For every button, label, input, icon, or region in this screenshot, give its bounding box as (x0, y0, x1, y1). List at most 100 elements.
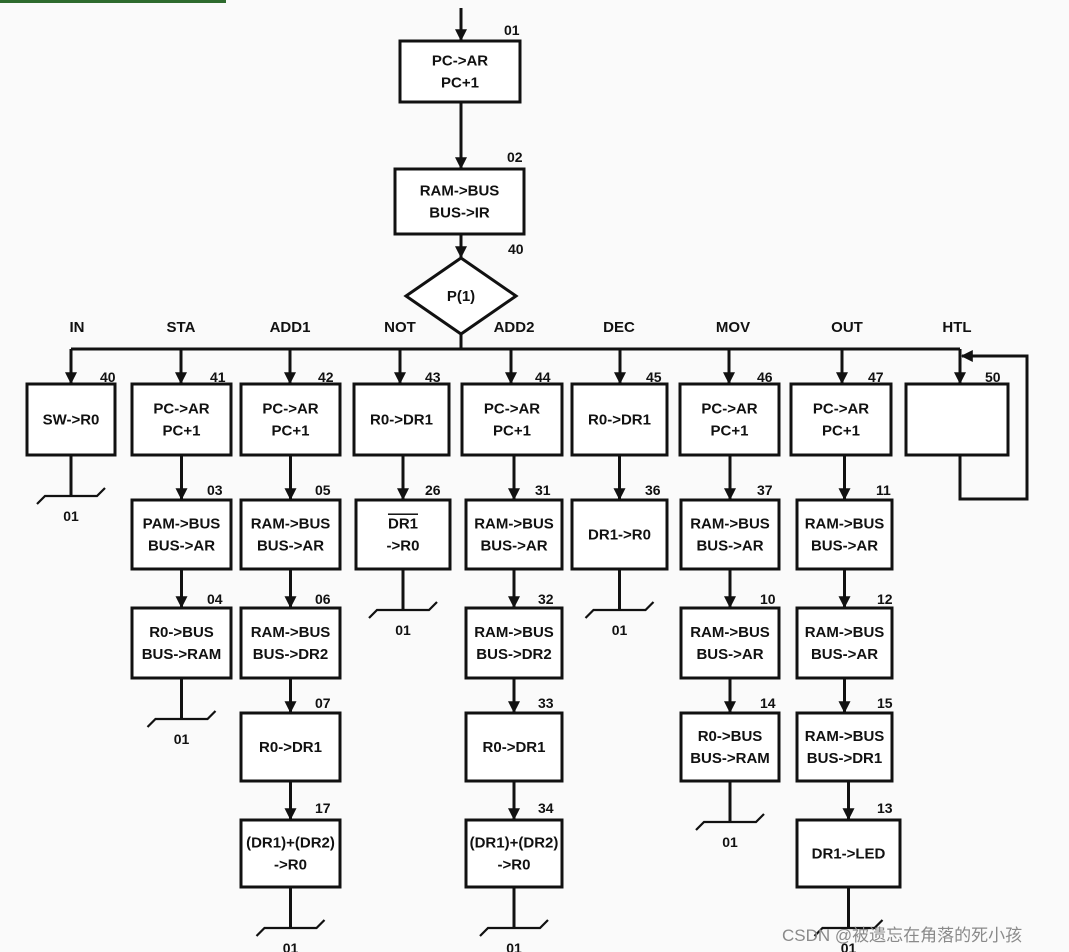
box-text: BUS->AR (480, 537, 547, 554)
box-text: PC->AR (813, 400, 869, 417)
box-text: R0->BUS (149, 624, 214, 641)
box-text: BUS->RAM (690, 750, 770, 767)
address-label: 02 (507, 149, 523, 165)
box-text: RAM->BUS (690, 624, 770, 641)
process-box (679, 606, 781, 680)
process-box (570, 382, 669, 457)
branch-label-in: IN (70, 319, 85, 336)
box-text: BUS->AR (148, 537, 215, 554)
address-label: 01 (504, 22, 520, 38)
terminal-label: 01 (841, 940, 857, 952)
terminal-label: 01 (63, 508, 79, 524)
box-text: RAM->BUS (420, 182, 500, 199)
address-label: 04 (207, 591, 223, 607)
node-dec: P(1)40 (403, 241, 524, 336)
process-box (679, 498, 781, 571)
address-label: 11 (876, 482, 891, 498)
box-text: RAM->BUS (474, 624, 554, 641)
node-n14: R0->BUS BUS->RAM 14 (679, 695, 781, 783)
process-box (25, 382, 117, 457)
terminal-goto: 01 (36, 455, 106, 524)
process-box (239, 606, 342, 680)
node-n31: RAM->BUS BUS->AR 31 (464, 482, 564, 571)
box-text: ->R0 (498, 856, 531, 873)
address-label: 10 (760, 591, 776, 607)
address-label: 34 (538, 800, 554, 816)
node-n50: 50 (904, 369, 1010, 457)
address-label: 44 (535, 369, 551, 385)
address-label: 32 (538, 591, 554, 607)
node-n46: PC->AR PC+1 46 (678, 369, 781, 457)
box-text: ->R0 (387, 537, 420, 554)
address-label: 46 (757, 369, 773, 385)
box-text: RAM->BUS (805, 624, 885, 641)
box-text: DR1 (388, 515, 418, 532)
node-n26: DR1 ->R0 26 (354, 482, 452, 571)
process-box (464, 498, 564, 571)
address-label: 13 (877, 800, 893, 816)
terminal-label: 01 (612, 622, 628, 638)
decision-label: P(1) (447, 288, 475, 305)
box-text: RAM->BUS (251, 515, 331, 532)
flow-connectors (65, 8, 1029, 821)
address-label: 43 (425, 369, 441, 385)
process-box (464, 606, 564, 680)
box-text: PC->AR (432, 52, 488, 69)
process-box (354, 498, 452, 571)
process-box (679, 711, 781, 783)
box-text: PC+1 (711, 422, 749, 439)
box-text: RAM->BUS (805, 728, 885, 745)
address-label: 47 (868, 369, 884, 385)
process-box (239, 498, 342, 571)
terminal-break-mark (368, 601, 438, 619)
branch-label-out: OUT (831, 319, 863, 336)
branch-label-sta: STA (167, 319, 196, 336)
address-label: 50 (985, 369, 1001, 385)
process-box (398, 39, 522, 104)
terminal-goto: 01 (255, 887, 326, 952)
box-text: PC+1 (493, 422, 531, 439)
box-text: (DR1)+(DR2) (470, 834, 559, 851)
branch-label-add2: ADD2 (494, 319, 535, 336)
address-label: 26 (425, 482, 441, 498)
box-text: PC+1 (272, 422, 310, 439)
box-text: R0->DR1 (259, 739, 322, 756)
box-text: R0->DR1 (588, 411, 651, 428)
box-text: PC->AR (262, 400, 318, 417)
address-label: 31 (535, 482, 551, 498)
address-label: 45 (646, 369, 662, 385)
terminal-goto: 01 (813, 887, 884, 952)
process-box (239, 818, 342, 889)
terminal-goto: 01 (146, 678, 217, 747)
box-text: PC->AR (701, 400, 757, 417)
process-box (795, 606, 894, 680)
terminal-break-mark (584, 601, 655, 619)
box-text: BUS->DR2 (253, 646, 328, 663)
process-box (239, 711, 342, 783)
box-text: RAM->BUS (690, 515, 770, 532)
box-text: BUS->AR (696, 537, 763, 554)
address-label: 42 (318, 369, 334, 385)
terminal-goto: 01 (695, 781, 765, 850)
terminal-label: 01 (722, 834, 738, 850)
box-text: DR1->LED (812, 845, 886, 862)
box-text: RAM->BUS (251, 624, 331, 641)
address-label: 14 (760, 695, 776, 711)
htl-self-loop (958, 350, 1029, 501)
branch-label-dec: DEC (603, 319, 635, 336)
box-text: BUS->DR1 (807, 750, 882, 767)
box-text: RAM->BUS (474, 515, 554, 532)
box-text: R0->BUS (698, 728, 763, 745)
box-text: BUS->AR (257, 537, 324, 554)
